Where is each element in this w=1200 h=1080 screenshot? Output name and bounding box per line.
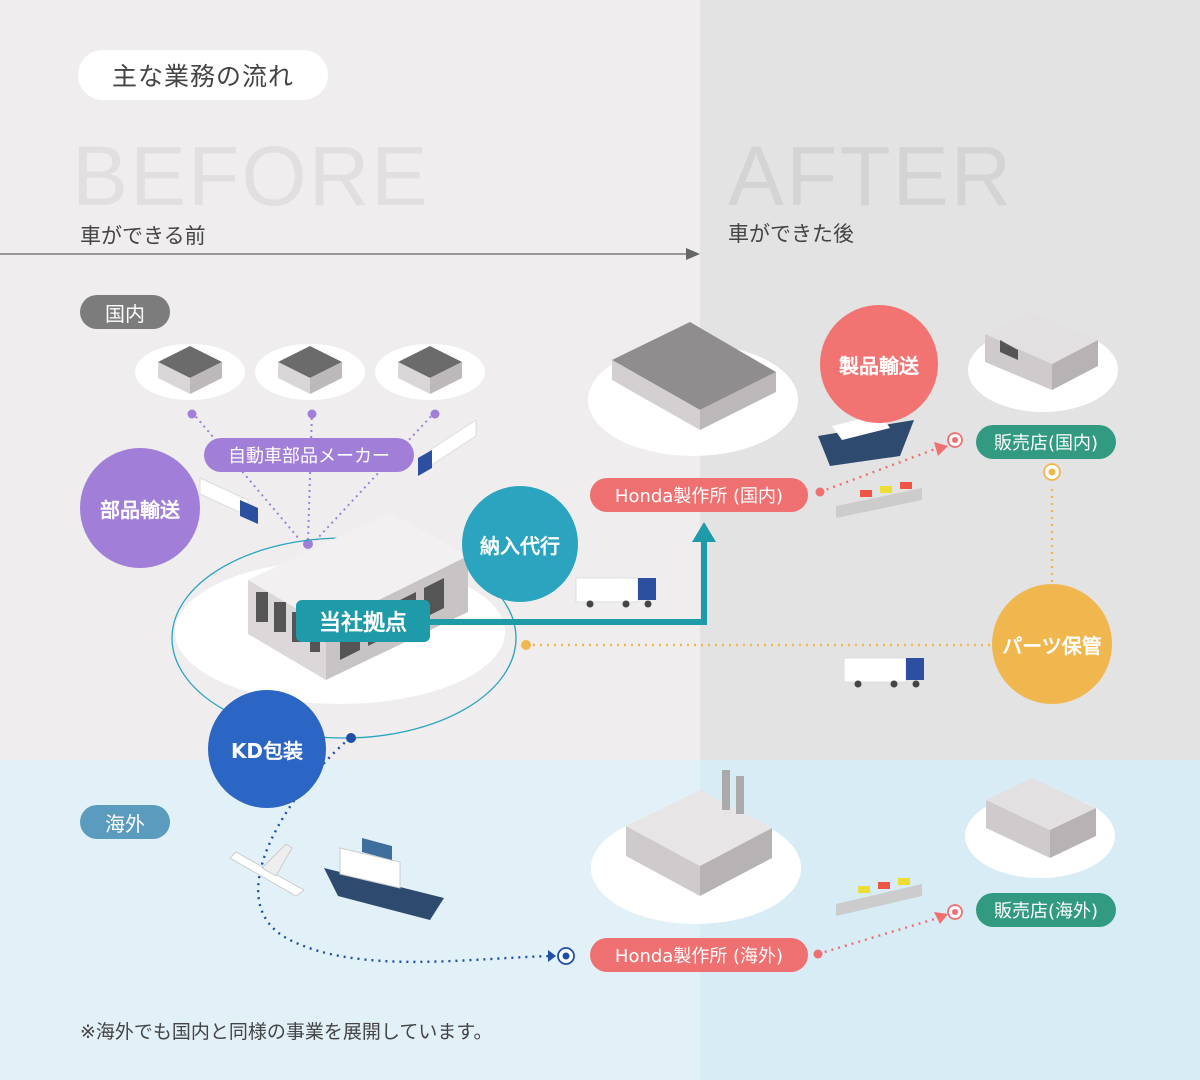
service-kd-packing: KD包装 xyxy=(208,690,326,808)
footnote: ※海外でも国内と同様の事業を展開しています。 xyxy=(80,1021,493,1043)
parts-maker-label: 自動車部品メーカー xyxy=(204,438,414,472)
region-domestic-label: 国内 xyxy=(80,295,170,329)
truck-delivery xyxy=(575,577,656,608)
company-hub-label: 当社拠点 xyxy=(296,600,430,642)
service-delivery-agent: 納入代行 xyxy=(462,486,578,602)
before-subheading: 車ができる前 xyxy=(80,224,206,248)
cargo-ship xyxy=(324,838,444,920)
service-product-transport: 製品輸送 xyxy=(820,305,938,423)
parts-maker-building-1 xyxy=(135,344,245,400)
flow-title: 主な業務の流れ xyxy=(78,50,328,100)
store-domestic-building xyxy=(968,312,1118,412)
parts-maker-building-3 xyxy=(375,344,485,400)
store-domestic-label: 販売店(国内) xyxy=(976,425,1116,459)
truck-storage xyxy=(843,657,924,688)
truck-parts xyxy=(199,477,258,524)
truck-maker xyxy=(418,419,477,476)
car-carrier-overseas xyxy=(836,878,922,916)
honda-overseas-label: Honda製作所 (海外) xyxy=(590,938,808,972)
car-ship xyxy=(818,414,914,466)
honda-overseas-factory xyxy=(591,770,801,924)
car-carrier-domestic xyxy=(836,482,922,518)
before-heading: BEFORE xyxy=(72,129,430,223)
service-parts-storage: パーツ保管 xyxy=(992,584,1112,704)
honda-domestic-factory xyxy=(588,322,798,456)
after-subheading: 車ができた後 xyxy=(728,222,854,246)
store-overseas-label: 販売店(海外) xyxy=(976,893,1116,927)
store-overseas-building xyxy=(965,778,1115,878)
honda-domestic-label: Honda製作所 (国内) xyxy=(590,478,808,512)
overseas-after-background xyxy=(700,760,1200,1080)
airplane xyxy=(229,843,305,897)
region-overseas-label: 海外 xyxy=(80,805,170,839)
after-heading: AFTER xyxy=(728,129,1014,223)
service-parts-transport: 部品輸送 xyxy=(80,448,200,568)
parts-maker-building-2 xyxy=(255,344,365,400)
